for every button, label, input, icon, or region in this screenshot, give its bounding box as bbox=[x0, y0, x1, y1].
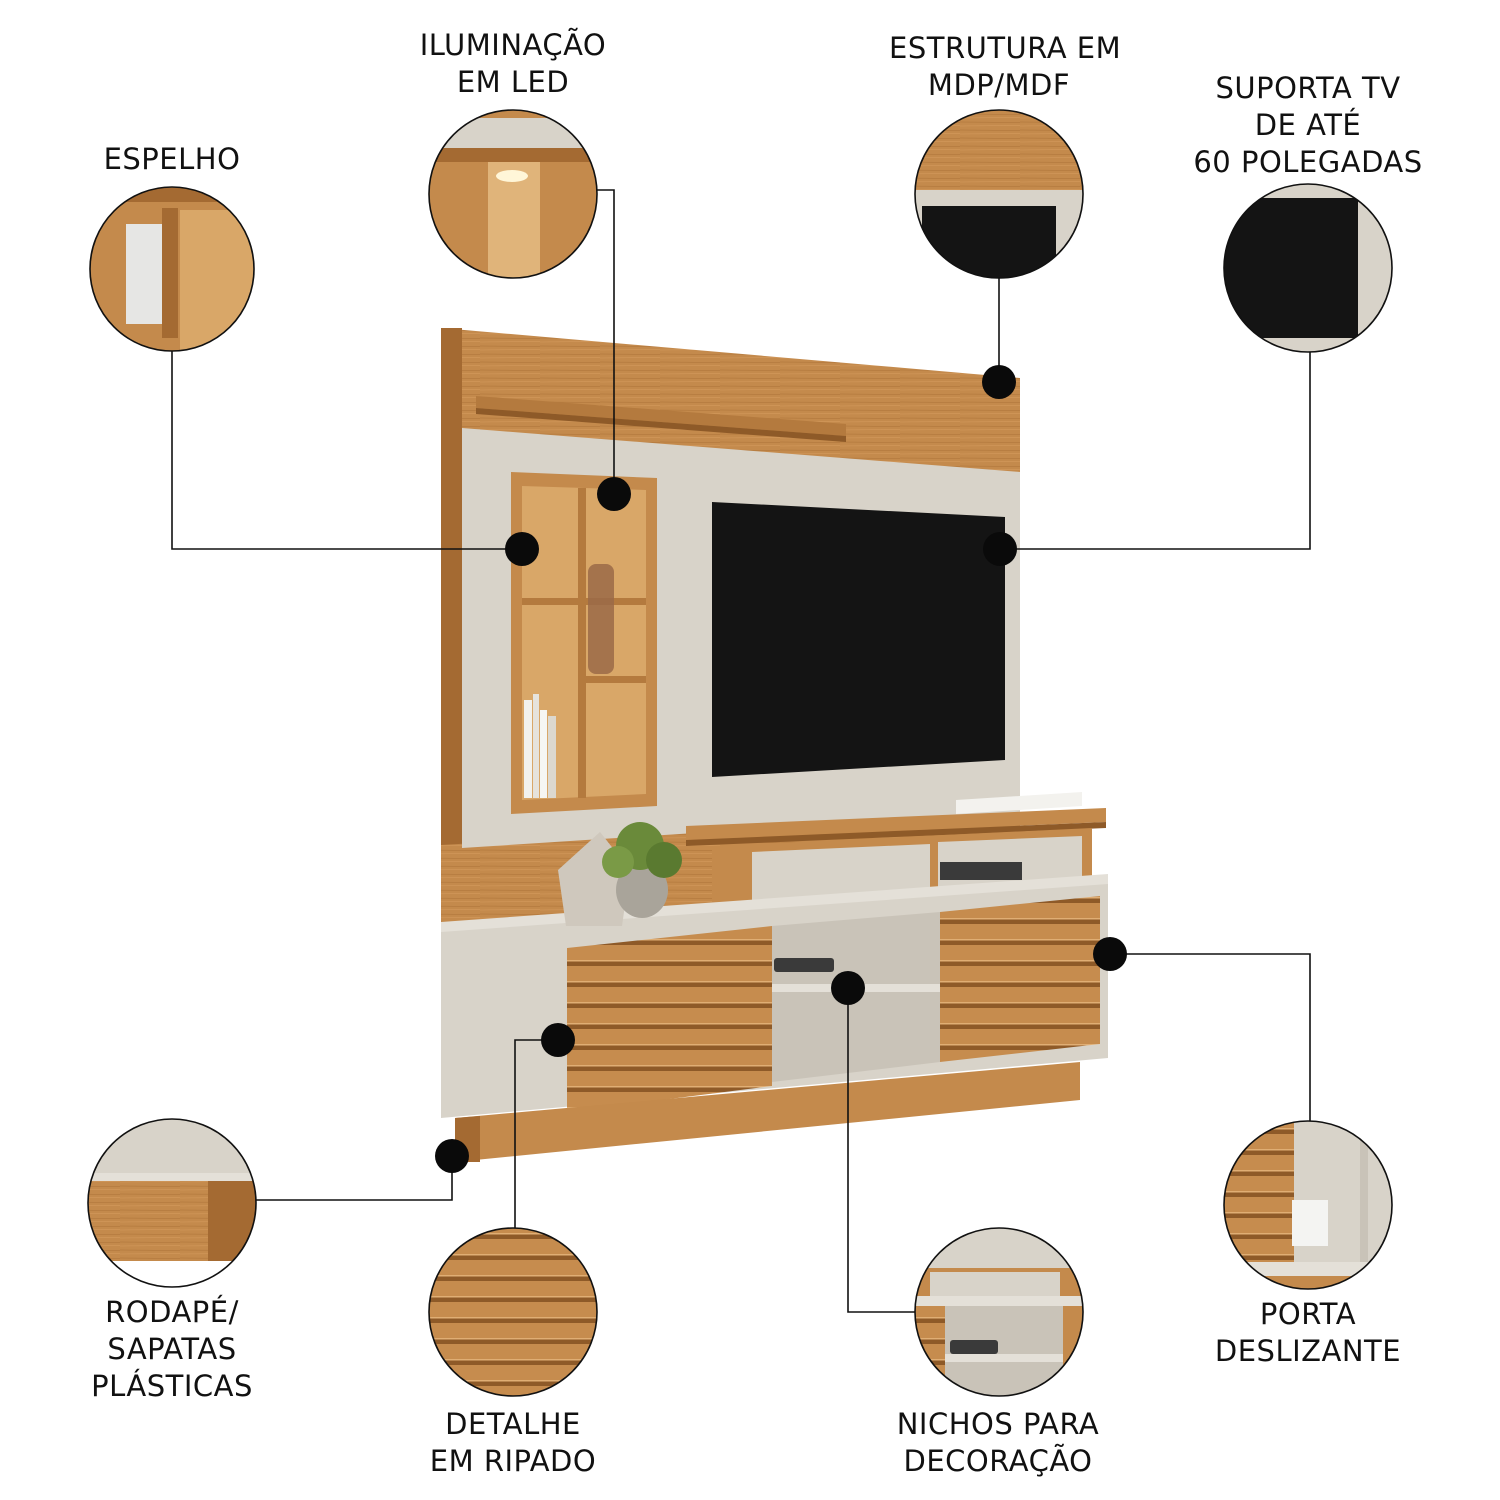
line-rodape bbox=[255, 1156, 453, 1201]
detail-rodape bbox=[87, 1118, 257, 1288]
label-espelho: ESPELHO bbox=[103, 142, 241, 176]
plant-pot bbox=[616, 862, 668, 918]
rack-top-shelf bbox=[686, 808, 1106, 840]
tv-screen bbox=[712, 502, 1005, 777]
niche-shelf-1 bbox=[522, 598, 646, 605]
detail-suporta-tv bbox=[1223, 183, 1393, 353]
niche-vase bbox=[588, 564, 614, 674]
niche-divider bbox=[578, 488, 586, 798]
detail-iluminacao bbox=[428, 109, 598, 279]
dot-suporta-tv bbox=[983, 532, 1017, 566]
label-iluminacao: ILUMINAÇÃO EM LED bbox=[419, 28, 607, 99]
dot-porta bbox=[1093, 937, 1127, 971]
rack-top-front bbox=[686, 822, 1106, 846]
dot-rodape bbox=[435, 1139, 469, 1173]
line-espelho bbox=[171, 351, 522, 550]
label-ripado: DETALHE EM RIPADO bbox=[429, 1407, 597, 1478]
tv-panel-furniture bbox=[441, 328, 1108, 1162]
dot-estrutura bbox=[982, 365, 1016, 399]
dot-iluminacao bbox=[597, 477, 631, 511]
label-suporta-tv: SUPORTA TV DE ATÉ 60 POLEGADAS bbox=[1193, 71, 1423, 179]
detail-espelho bbox=[89, 186, 255, 352]
dot-ripado bbox=[541, 1023, 575, 1057]
label-porta: PORTA DESLIZANTE bbox=[1214, 1297, 1402, 1368]
detail-estrutura bbox=[914, 109, 1084, 279]
niche-shelf-2 bbox=[586, 676, 646, 683]
detail-ripado bbox=[428, 1227, 598, 1397]
right-slatted-door bbox=[940, 896, 1100, 1062]
line-nichos bbox=[847, 988, 915, 1313]
callout-dots bbox=[435, 365, 1127, 1173]
back-panel-side bbox=[441, 328, 462, 845]
label-rodape: RODAPÉ/ SAPATAS PLÁSTICAS bbox=[91, 1295, 253, 1403]
rack-base bbox=[455, 1062, 1080, 1162]
line-porta bbox=[1110, 953, 1311, 1121]
detail-nichos bbox=[914, 1227, 1084, 1397]
dot-espelho bbox=[505, 532, 539, 566]
left-slatted-door bbox=[567, 926, 772, 1112]
top-shelf-face bbox=[476, 408, 846, 442]
label-nichos: NICHOS PARA DECORAÇÃO bbox=[896, 1407, 1100, 1478]
line-suporta-tv bbox=[1000, 352, 1311, 550]
detail-porta bbox=[1223, 1120, 1393, 1290]
line-iluminacao bbox=[597, 189, 615, 494]
label-estrutura: ESTRUTURA EM MDP/MDF bbox=[889, 31, 1122, 102]
dot-nichos bbox=[831, 971, 865, 1005]
top-shelf bbox=[476, 396, 846, 436]
